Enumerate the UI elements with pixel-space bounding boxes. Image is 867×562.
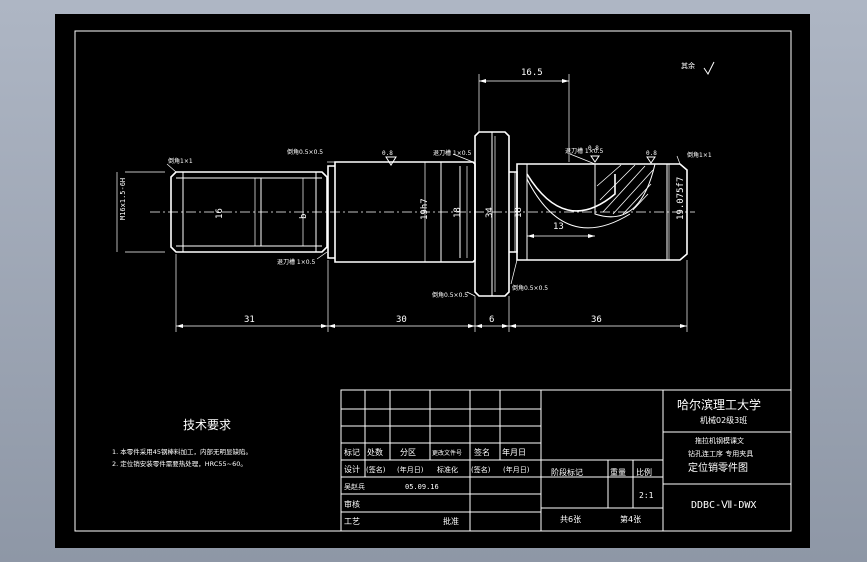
note-undercut-b: 退刀槽 1×0.5 — [565, 147, 603, 155]
stage-mark: 阶段标记 — [551, 467, 583, 477]
dim-slot-width: 13 — [553, 222, 564, 232]
std-date: (年月日) — [503, 465, 530, 474]
threaded-section — [170, 171, 328, 253]
dimension-texts: 16.5 16 b M16x1.5-6H 19h7 18 34 18 19.07… — [119, 68, 686, 325]
title-block — [340, 389, 792, 532]
technical-requirements: 技术要求 1. 本零件采用45钢棒料加工，内部无明显缺陷。 2. 定位销安装零件… — [112, 418, 252, 468]
dim-sec6-dia: 19.075f7 — [676, 177, 686, 220]
note-chamfer-b: 倒角0.5×0.5 — [432, 291, 468, 299]
dim-len4: 36 — [591, 315, 602, 325]
dim-thread-dia: 16 — [215, 208, 225, 219]
tech-title: 技术要求 — [183, 418, 231, 432]
note-undercut-a: 退刀槽 1×0.5 — [433, 149, 471, 157]
tech-line-2: 2. 定位销安装零件需要热处理，HRC55~60。 — [112, 459, 247, 468]
drawing-canvas: 16.5 16 b M16x1.5-6H 19h7 18 34 18 19.07… — [74, 30, 792, 532]
drawn-date: 05.09.16 — [405, 483, 439, 491]
weight-label: 重量 — [610, 467, 626, 477]
annotation-notes: 倒角1×1 倒角0.5×0.5 0.8 退刀槽 1×0.5 退刀槽 1×0.5 … — [168, 61, 712, 299]
note-chamfer-right: 倒角1×1 — [687, 151, 712, 159]
dim-len1: 31 — [244, 315, 255, 325]
dimension-lines — [116, 74, 688, 332]
process-label: 工艺 — [344, 517, 360, 526]
note-roughness-2: 0.8 — [646, 150, 657, 157]
note-chamfer-a: 倒角0.5×0.5 — [287, 148, 323, 156]
header-sign: 签名 — [474, 447, 490, 457]
dim-sec2-dia: 19h7 — [420, 198, 430, 220]
university-name: 哈尔滨理工大学 — [677, 397, 761, 412]
header-date: 年月日 — [502, 447, 526, 457]
header-docno: 更改文件号 — [432, 449, 462, 457]
sheets-total: 共6张 — [560, 515, 581, 524]
dim-sec3-dia: 18 — [453, 207, 463, 218]
dim-len3: 6 — [489, 315, 494, 325]
dim-len2: 30 — [396, 315, 407, 325]
design-date: (年月日) — [397, 465, 424, 474]
dim-sec5-dia: 18 — [514, 207, 524, 218]
header-mark: 标记 — [344, 447, 360, 457]
drawn-by: 吴赵兵 — [344, 482, 365, 491]
scale-value: 2:1 — [639, 491, 654, 500]
note-roughness-3: 0.8 — [588, 145, 599, 152]
collar — [474, 131, 510, 297]
std-label: 标准化 — [437, 465, 458, 474]
roughness-symbols — [385, 61, 715, 166]
note-undercut-c: 退刀槽 1×0.5 — [277, 258, 315, 266]
project-line-1: 拖拉机钢模课文 — [695, 436, 744, 445]
note-chamfer-left: 倒角1×1 — [168, 157, 193, 165]
design-label: 设计 — [344, 464, 360, 474]
approve-label: 批准 — [443, 516, 459, 526]
title-block-texts: 哈尔滨理工大学 机械02级3班 拖拉机钢模课文 钻孔连工序 专用夹具 定位销零件… — [344, 397, 761, 526]
class-name: 机械02级3班 — [700, 415, 747, 425]
dim-collar-dia: 34 — [485, 207, 495, 218]
part-name: 定位销零件图 — [688, 461, 748, 474]
design-sign: (签名) — [366, 465, 386, 474]
note-roughness-1: 0.8 — [382, 150, 393, 157]
check-label: 审核 — [344, 499, 360, 509]
note-chamfer-c: 倒角0.5×0.5 — [512, 284, 548, 292]
tech-line-1: 1. 本零件采用45钢棒料加工，内部无明显缺陷。 — [112, 447, 252, 456]
drawing-number: DDBC-Ⅶ-DWX — [691, 500, 756, 511]
std-sign: (签名) — [471, 465, 491, 474]
dim-thread-minor: b — [299, 214, 309, 219]
project-line-2: 钻孔连工序 专用夹具 — [688, 449, 753, 458]
header-zone: 分区 — [400, 448, 416, 457]
note-rest: 其余 — [681, 61, 695, 70]
drawing-sheet: 16.5 16 b M16x1.5-6H 19h7 18 34 18 19.07… — [55, 14, 810, 548]
scale-label: 比例 — [636, 467, 652, 477]
dim-thread-left: M16x1.5-6H — [119, 178, 127, 220]
header-count: 处数 — [367, 447, 383, 457]
dim-top-length: 16.5 — [521, 68, 543, 78]
sheet-number: 第4张 — [620, 514, 641, 524]
